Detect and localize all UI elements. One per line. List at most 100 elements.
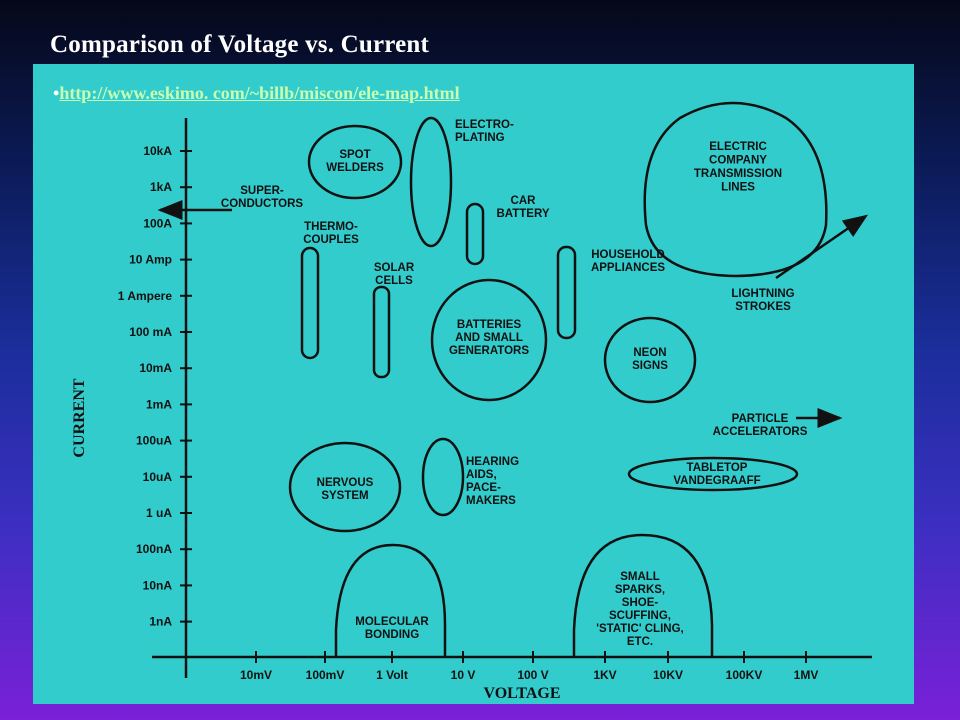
region-label-line: SPARKS, [615, 584, 665, 596]
region-label-line: ETC. [627, 636, 653, 648]
region-label-thermocouples: THERMO-COUPLES [303, 221, 359, 246]
region-label-line: COUPLES [303, 234, 359, 246]
nervous-system-oval [288, 441, 402, 533]
bullet: • [53, 83, 60, 103]
y-tick-label: 10kA [143, 144, 172, 158]
spot-welders-oval [307, 124, 403, 200]
region-label-line: BATTERY [496, 208, 549, 220]
x-tick-label: 100KV [726, 668, 763, 682]
thermocouples-pill [300, 246, 320, 360]
region-label-line: TABLETOP [687, 462, 748, 474]
region-label-line: LINES [721, 182, 755, 194]
region-label-line: ACCELERATORS [713, 426, 808, 438]
region-label-line: PLATING [455, 132, 505, 144]
region-label-line: ELECTRIC [709, 141, 767, 153]
region-label-line: ELECTRO- [455, 119, 514, 131]
y-tick-label: 1 Ampere [118, 289, 173, 303]
y-tick-label: 10uA [143, 470, 173, 484]
region-label-line: SOLAR [374, 262, 415, 274]
region-label-line: CONDUCTORS [221, 198, 304, 210]
y-tick-label: 100nA [136, 542, 172, 556]
y-tick-label: 1nA [149, 615, 172, 629]
region-label-line: TRANSMISSION [694, 168, 782, 180]
region-label-line: APPLIANCES [591, 262, 665, 274]
region-label-line: CELLS [375, 275, 413, 287]
x-tick-label: 10mV [240, 668, 272, 682]
region-label-line: HEARING [466, 456, 519, 468]
region-label-line: CAR [511, 195, 537, 207]
x-tick-label: 1 Volt [376, 668, 408, 682]
y-tick-label: 1mA [146, 397, 172, 411]
small-sparks-arch [572, 533, 714, 657]
y-tick-label: 10nA [143, 578, 173, 592]
region-label-line: GENERATORS [449, 345, 529, 357]
neon-signs-oval [603, 316, 697, 404]
y-tick-label: 10 Amp [129, 253, 172, 267]
electroplating-oval [409, 116, 453, 248]
x-tick-label: 10 V [451, 668, 476, 682]
region-label-line: PARTICLE [732, 413, 789, 425]
region-label-line: STROKES [735, 301, 791, 313]
y-tick-label: 1 uA [146, 506, 172, 520]
y-tick-label: 1kA [150, 180, 172, 194]
y-tick-label: 100 mA [129, 325, 172, 339]
region-label-line: LIGHTNING [731, 288, 794, 300]
region-label-line: HOUSEHOLD [591, 249, 664, 261]
region-label-line: BATTERIES [457, 319, 522, 331]
x-axis-title: VOLTAGE [483, 685, 560, 702]
region-label-line: COMPANY [709, 155, 767, 167]
x-tick-label: 100mV [306, 668, 345, 682]
slide-title: Comparison of Voltage vs. Current [50, 31, 430, 58]
region-label-line: THERMO- [304, 221, 358, 233]
car-battery-pill [465, 202, 485, 266]
x-tick-label: 1KV [593, 668, 616, 682]
y-tick-label: 100uA [136, 434, 172, 448]
region-label-line: VANDEGRAAFF [673, 475, 760, 487]
reference-link-row: •http://www.eskimo. com/~billb/miscon/el… [53, 83, 460, 104]
x-tick-label: 1MV [794, 668, 819, 682]
region-label-line: 'STATIC' CLING, [596, 623, 683, 635]
region-label-line: SYSTEM [321, 490, 368, 502]
region-label-line: PACE- [466, 482, 501, 494]
electric-company-shape [643, 101, 828, 278]
tabletop-vandegraaff-oval [627, 456, 799, 492]
region-label-superconductors: SUPER-CONDUCTORS [221, 185, 304, 210]
region-label-line: NEON [633, 347, 666, 359]
region-label-line: NERVOUS [317, 477, 374, 489]
molecular-bonding-arch [334, 543, 447, 657]
household-appliances-pill [556, 245, 577, 340]
region-label-line: SIGNS [632, 360, 668, 372]
y-tick-label: 10mA [139, 361, 172, 375]
x-tick-label: 100 V [517, 668, 548, 682]
region-label-line: SUPER- [240, 185, 284, 197]
region-label-line: AND SMALL [455, 332, 523, 344]
x-tick-label: 10KV [653, 668, 683, 682]
region-label-line: WELDERS [326, 162, 384, 174]
region-label-line: MAKERS [466, 495, 516, 507]
lightning-arrow [775, 214, 869, 280]
batteries-generators-oval [430, 278, 548, 402]
region-label-line: SMALL [620, 571, 660, 583]
region-label-line: SCUFFING, [609, 610, 671, 622]
y-axis-title: CURRENT [71, 378, 88, 457]
region-label-line: SPOT [339, 149, 370, 161]
region-label-line: MOLECULAR [355, 616, 429, 628]
region-label-line: BONDING [365, 629, 419, 641]
reference-link[interactable]: http://www.eskimo. com/~billb/miscon/ele… [59, 83, 460, 103]
